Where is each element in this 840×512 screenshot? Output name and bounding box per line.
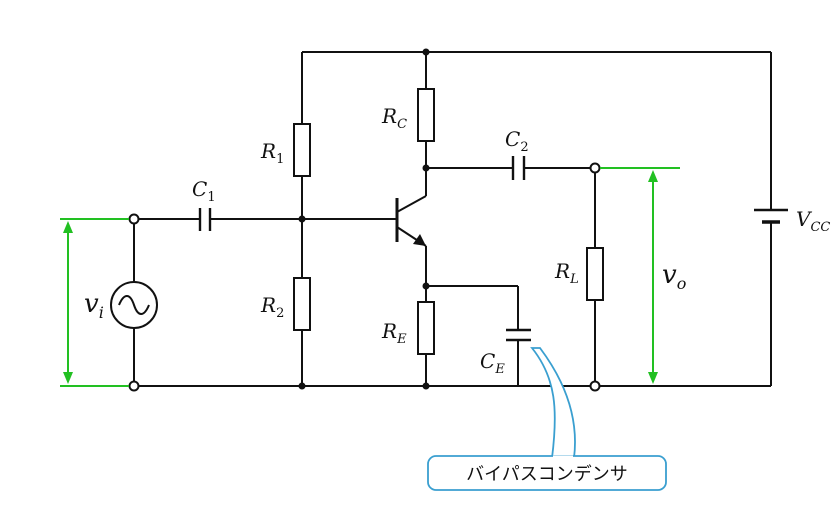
transistor-emitter-arrow-icon <box>413 234 426 246</box>
voltage-indicators <box>60 167 680 387</box>
capacitors <box>198 156 531 342</box>
junction-dot <box>422 48 430 56</box>
junction-dot <box>422 382 430 390</box>
label-rl: RL <box>554 259 579 287</box>
junction-dot <box>298 382 306 390</box>
label-r1: R1 <box>260 139 284 167</box>
terminal-input-bottom <box>128 380 140 392</box>
ac-source <box>110 281 158 329</box>
callout-label: バイパスコンデンサ <box>466 464 628 485</box>
sine-wave-icon <box>118 295 150 315</box>
label-rc: RC <box>381 104 407 132</box>
terminal-output-top <box>589 162 601 174</box>
label-vcc: VCC <box>796 207 830 235</box>
callout-box <box>427 455 667 491</box>
transistor-collector-lead <box>396 195 427 213</box>
vo-arrow-down-icon <box>648 372 658 384</box>
label-ce: CE <box>480 349 505 377</box>
vo-arrow-up-icon <box>648 170 658 182</box>
resistor-r2 <box>293 277 311 331</box>
label-c2: C2 <box>505 127 529 155</box>
junction-dot <box>298 215 306 223</box>
label-vi: vi <box>84 289 104 322</box>
vi-arrow-down-icon <box>63 372 73 384</box>
junction-dot <box>422 282 430 290</box>
resistor-r1 <box>293 123 311 177</box>
resistor-re <box>417 301 435 355</box>
label-re: RE <box>381 319 407 347</box>
terminal-input-top <box>128 213 140 225</box>
terminal-output-bottom <box>589 380 601 392</box>
junction-dots <box>298 48 430 390</box>
resistor-rc <box>417 88 435 142</box>
battery-vcc <box>754 208 788 224</box>
wires <box>133 51 772 387</box>
label-r2: R2 <box>260 293 284 321</box>
terminals <box>128 162 601 392</box>
voltage-arrowheads <box>63 170 658 384</box>
junction-dot <box>422 164 430 172</box>
resistors <box>293 88 604 355</box>
label-c1: C1 <box>192 177 216 205</box>
callout-pointer <box>530 347 576 459</box>
resistor-rl <box>586 247 604 301</box>
label-vo: vo <box>662 260 686 293</box>
vi-arrow-up-icon <box>63 221 73 233</box>
